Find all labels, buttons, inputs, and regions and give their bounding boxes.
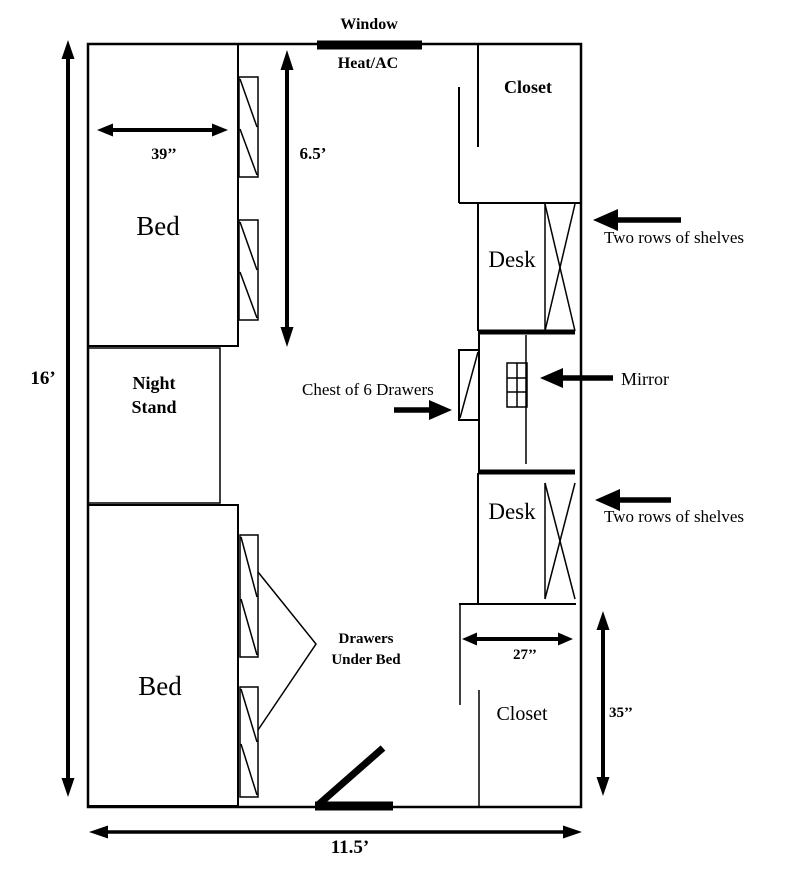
mirror-arrow — [540, 368, 613, 388]
closet-top-outline — [458, 45, 581, 204]
bed-bottom-outline — [87, 504, 239, 807]
closet-bottom-outline — [459, 605, 480, 806]
night-stand-label: Night Stand — [131, 373, 177, 417]
mirror-outline — [506, 335, 528, 464]
room-width-dim: 11.5’ — [330, 837, 370, 858]
dim-arrow-35in — [596, 611, 610, 796]
bed-width-dim: 39’’ — [151, 146, 177, 163]
dim-arrow-11-5ft — [89, 825, 582, 839]
bed-top-label: Bed — [136, 211, 180, 241]
night-stand-outline — [87, 347, 221, 504]
chest-outline — [458, 333, 480, 471]
closet-depth-dim: 35’’ — [609, 705, 633, 721]
closet-bottom-label: Closet — [496, 703, 548, 725]
door-leaf — [315, 745, 386, 808]
mirror-label: Mirror — [621, 369, 669, 389]
closet-width-dim: 27’’ — [513, 647, 537, 663]
dim-arrow-27in — [462, 632, 573, 646]
desk-bottom-label: Desk — [488, 499, 536, 524]
bed-length-dim: 6.5’ — [299, 144, 327, 163]
heat-ac-label: Heat/AC — [337, 55, 399, 72]
dim-arrow-16ft — [61, 40, 75, 797]
chest-label: Chest of 6 Drawers — [302, 380, 434, 399]
bed-top-drawers — [238, 76, 259, 321]
shelves-bottom-arrow — [595, 489, 671, 511]
drawers-under-bed-label: Drawers Under Bed — [331, 631, 401, 668]
closet-top-label: Closet — [504, 77, 552, 97]
bed-bottom-label: Bed — [138, 671, 182, 701]
chest-arrow — [394, 400, 452, 420]
bed-bottom-drawers — [239, 534, 259, 798]
shelves-bottom-label: Two rows of shelves — [604, 507, 744, 526]
dim-arrow-6-5ft — [280, 50, 294, 347]
dim-arrow-39in — [97, 123, 228, 137]
window-label: Window — [340, 16, 398, 33]
drawers-pointer — [257, 571, 317, 731]
shelves-top-label: Two rows of shelves — [604, 228, 744, 247]
bed-top-outline — [87, 43, 239, 347]
desk-top-label: Desk — [488, 247, 536, 272]
desk-bottom-outline — [459, 473, 576, 605]
shelves-top-arrow — [593, 209, 681, 231]
desk-top-outline — [477, 203, 576, 335]
room-height-dim: 16’ — [30, 368, 56, 389]
